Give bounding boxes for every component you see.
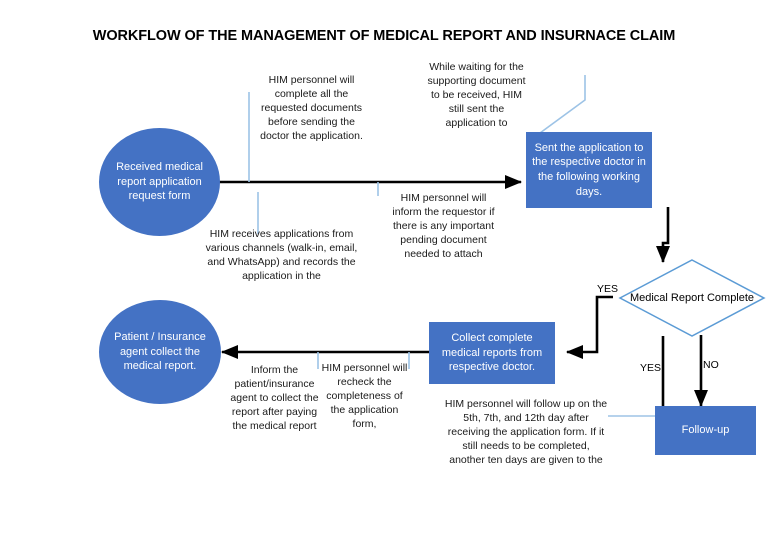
note-him-recheck: HIM personnel will recheck the completen… — [321, 362, 408, 430]
node-label: Medical Report Complete — [629, 291, 755, 304]
note-while-waiting: While waiting for the supporting documen… — [427, 61, 526, 129]
arrow-decision-yes-to-collect — [565, 295, 613, 360]
node-follow-up[interactable]: Follow-up — [655, 406, 756, 455]
note-him-inform-requestor: HIM personnel will inform the requestor … — [392, 192, 495, 260]
flow-label-yes-loop-back: YES — [640, 362, 662, 374]
flow-label-no-to-followup: NO — [703, 359, 719, 371]
node-label: Sent the application to the respective d… — [532, 141, 646, 198]
node-sent-application-to-doctor[interactable]: Sent the application to the respective d… — [526, 132, 652, 208]
node-patient-insurance-agent-collect[interactable]: Patient / Insurance agent collect the me… — [99, 300, 221, 404]
note-inform-patient: Inform the patient/insurance agent to co… — [230, 364, 319, 432]
node-label: Received medical report application requ… — [116, 161, 203, 203]
diamond-shape — [618, 259, 766, 337]
node-label: Collect complete medical reports from re… — [441, 332, 543, 374]
node-received-medical-report-request[interactable]: Received medical report application requ… — [99, 128, 220, 236]
leader-line-while-waiting — [539, 75, 586, 134]
flow-label-yes-to-collect: YES — [597, 283, 619, 295]
note-him-receives-applications: HIM receives applications from various c… — [205, 228, 358, 282]
note-him-follow-up: HIM personnel will follow up on the 5th,… — [444, 398, 608, 466]
node-label: Follow-up — [681, 424, 730, 437]
node-medical-report-complete-decision[interactable]: Medical Report Complete — [618, 258, 766, 338]
page-title: WORKFLOW OF THE MANAGEMENT OF MEDICAL RE… — [92, 28, 676, 44]
node-label: Patient / Insurance agent collect the me… — [114, 331, 206, 373]
arrow-sent-to-decision — [655, 207, 671, 264]
node-collect-complete-medical-reports[interactable]: Collect complete medical reports from re… — [429, 322, 555, 384]
note-him-complete-documents: HIM personnel will complete all the requ… — [260, 74, 363, 142]
